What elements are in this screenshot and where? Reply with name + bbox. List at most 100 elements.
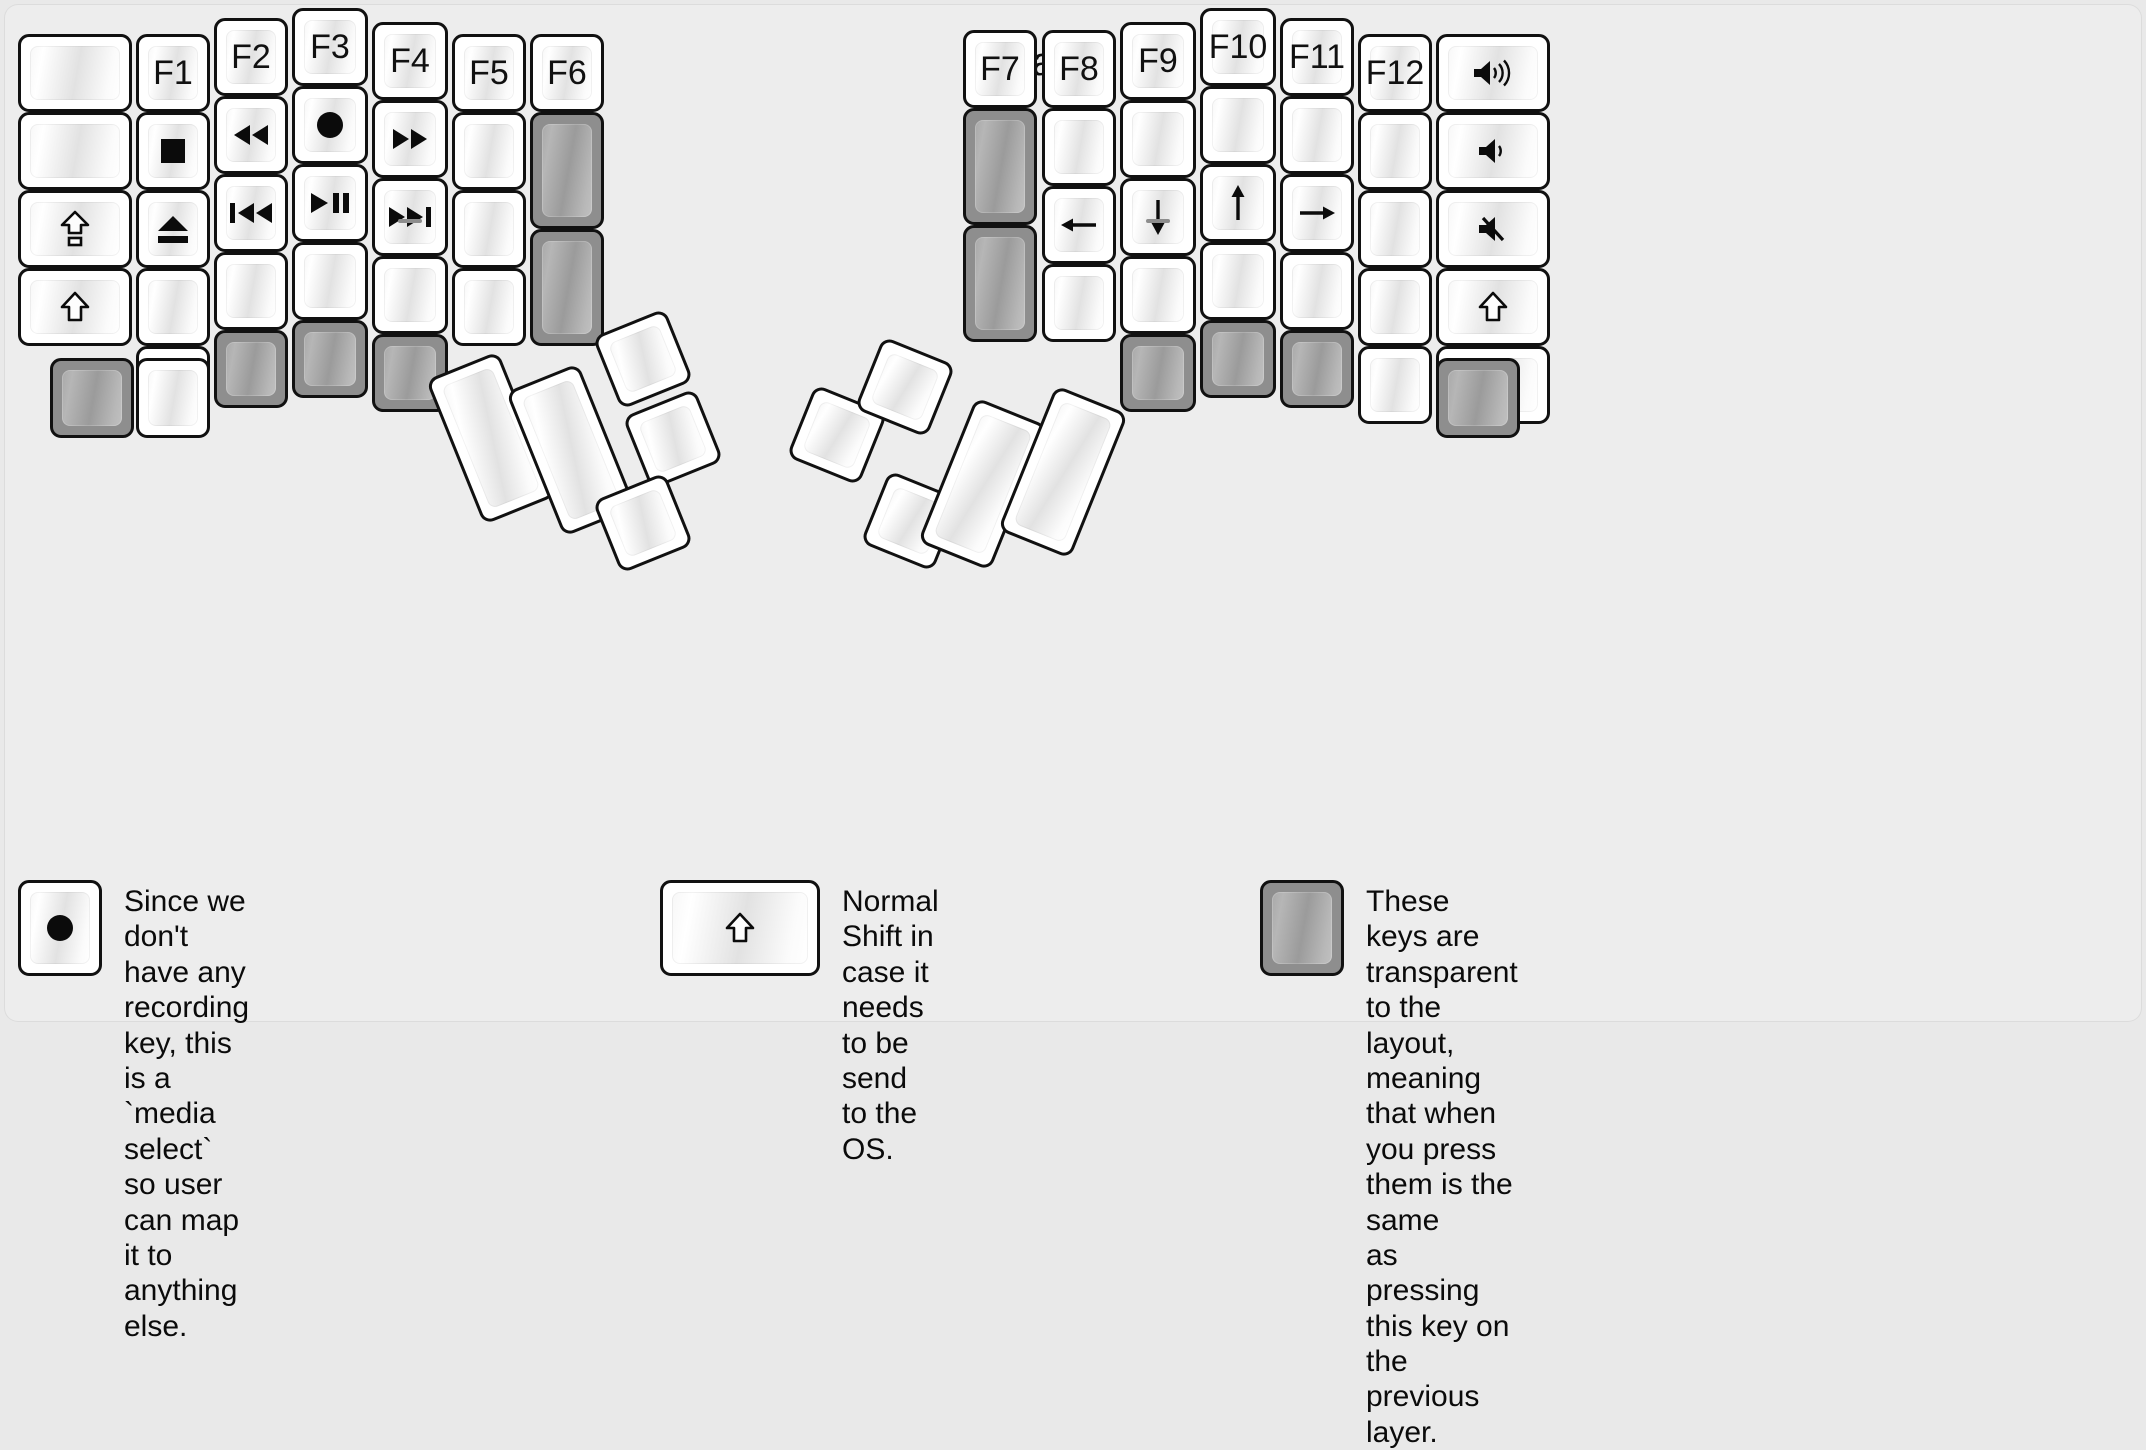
key-cap [542,124,592,217]
right-ring-key-4[interactable] [1280,252,1354,330]
legend-item-shift-note: Normal Shift in case it needs to be send… [660,880,939,1167]
key-cap [226,30,276,84]
right-middle-left-key-5[interactable] [1120,334,1196,412]
right-pinky-outer-key-2[interactable] [1436,112,1550,190]
right-middle-key-2[interactable] [1200,86,1276,164]
left-ring-key-5[interactable] [214,330,288,408]
right-pinky-key-4[interactable] [1358,268,1432,346]
left-inner-2-key-2[interactable] [530,112,604,229]
left-ring-key-2[interactable] [214,96,288,174]
key-cap [226,342,276,396]
left-inner-1-key-3[interactable] [452,190,526,268]
key-cap [1292,342,1342,396]
left-middle-key-5[interactable] [292,320,368,398]
left-index-key-4[interactable] [372,256,448,334]
right-ring-key-3[interactable] [1280,174,1354,252]
right-pinky-key-1[interactable]: F12 [1358,34,1432,112]
right-pinky-outer-key-4[interactable] [1436,268,1550,346]
right-pinky-key-5[interactable] [1358,346,1432,424]
left-pinky-key-2[interactable] [136,112,210,190]
key-cap [148,202,198,256]
left-inner-2-key-1[interactable]: F6 [530,34,604,112]
key-cap [1370,202,1420,256]
left-pinky-outer-key-1[interactable] [18,34,132,112]
right-index-key-3[interactable] [963,225,1037,342]
right-middle-left-key-2[interactable] [1120,100,1196,178]
left-middle-key-1[interactable]: F3 [292,8,368,86]
left-middle-key-2[interactable] [292,86,368,164]
right-middle-left-key-3[interactable] [1120,178,1196,256]
key-cap [1292,264,1342,318]
left-inner-1-key-1[interactable]: F5 [452,34,526,112]
right-ring-key-2[interactable] [1280,96,1354,174]
left-inner-2-key-3[interactable] [530,229,604,346]
key-cap [30,202,120,256]
right-inner-key-4[interactable] [1042,264,1116,342]
key-cap [304,98,356,152]
left-pinky-outer-key-3[interactable] [18,190,132,268]
legend-text: Normal Shift in case it needs to be send… [842,885,939,1166]
key-cap [1448,280,1538,334]
left-index-key-1[interactable]: F4 [372,22,448,100]
left-pinky-outer-key-4[interactable] [18,268,132,346]
right-middle-key-1[interactable]: F10 [1200,8,1276,86]
legend-key-transparent-note[interactable] [1260,880,1344,976]
key-cap [1054,120,1104,174]
right-ring-key-5[interactable] [1280,330,1354,408]
key-cap [148,124,198,178]
key-cap [1054,198,1104,252]
homing-bump [1146,219,1170,223]
right-index-key-2[interactable] [963,108,1037,225]
legend-swatch [660,880,820,976]
right-thumb-mod-right[interactable] [1436,358,1520,438]
left-inner-1-key-4[interactable] [452,268,526,346]
key-cap [464,124,514,178]
right-pinky-outer-key-3[interactable] [1436,190,1550,268]
left-ring-key-3[interactable] [214,174,288,252]
key-cap [464,280,514,334]
key-cap [542,241,592,334]
right-middle-key-5[interactable] [1200,320,1276,398]
legend-swatch [18,880,102,976]
left-inner-1-key-2[interactable] [452,112,526,190]
left-pinky-key-3[interactable] [136,190,210,268]
left-middle-key-3[interactable] [292,164,368,242]
right-middle-left-key-1[interactable]: F9 [1120,22,1196,100]
right-middle-left-key-4[interactable] [1120,256,1196,334]
left-index-key-2[interactable] [372,100,448,178]
right-middle-key-4[interactable] [1200,242,1276,320]
left-pinky-outer-key-2[interactable] [18,112,132,190]
key-cap [672,892,808,964]
key-cap [1448,370,1508,426]
left-index-key-3[interactable] [372,178,448,256]
left-ring-key-1[interactable]: F2 [214,18,288,96]
right-ring-key-1[interactable]: F11 [1280,18,1354,96]
right-index-key-1[interactable]: F7 [963,30,1037,108]
left-thumb-mod-pinky[interactable] [136,358,210,438]
left-pinky-key-1[interactable]: F1 [136,34,210,112]
legend-text: These keys are transparent to the layout… [1366,885,1518,1449]
key-cap [1370,358,1420,412]
key-cap [1132,112,1184,166]
right-inner-key-2[interactable] [1042,108,1116,186]
key-cap [464,202,514,256]
key-cap [148,280,198,334]
left-index-key-5[interactable] [372,334,448,412]
right-inner-key-3[interactable] [1042,186,1116,264]
right-pinky-key-3[interactable] [1358,190,1432,268]
right-middle-key-3[interactable] [1200,164,1276,242]
legend-key-record-note[interactable] [18,880,102,976]
key-cap [384,112,436,166]
left-ring-key-4[interactable] [214,252,288,330]
right-pinky-outer-key-1[interactable] [1436,34,1550,112]
key-cap [148,370,198,426]
key-cap [226,264,276,318]
right-pinky-key-2[interactable] [1358,112,1432,190]
left-pinky-key-4[interactable] [136,268,210,346]
key-cap [1212,332,1264,386]
left-thumb-mod-left[interactable] [50,358,134,438]
left-middle-key-4[interactable] [292,242,368,320]
right-inner-key-1[interactable]: F8 [1042,30,1116,108]
legend-key-shift-note[interactable] [660,880,820,976]
